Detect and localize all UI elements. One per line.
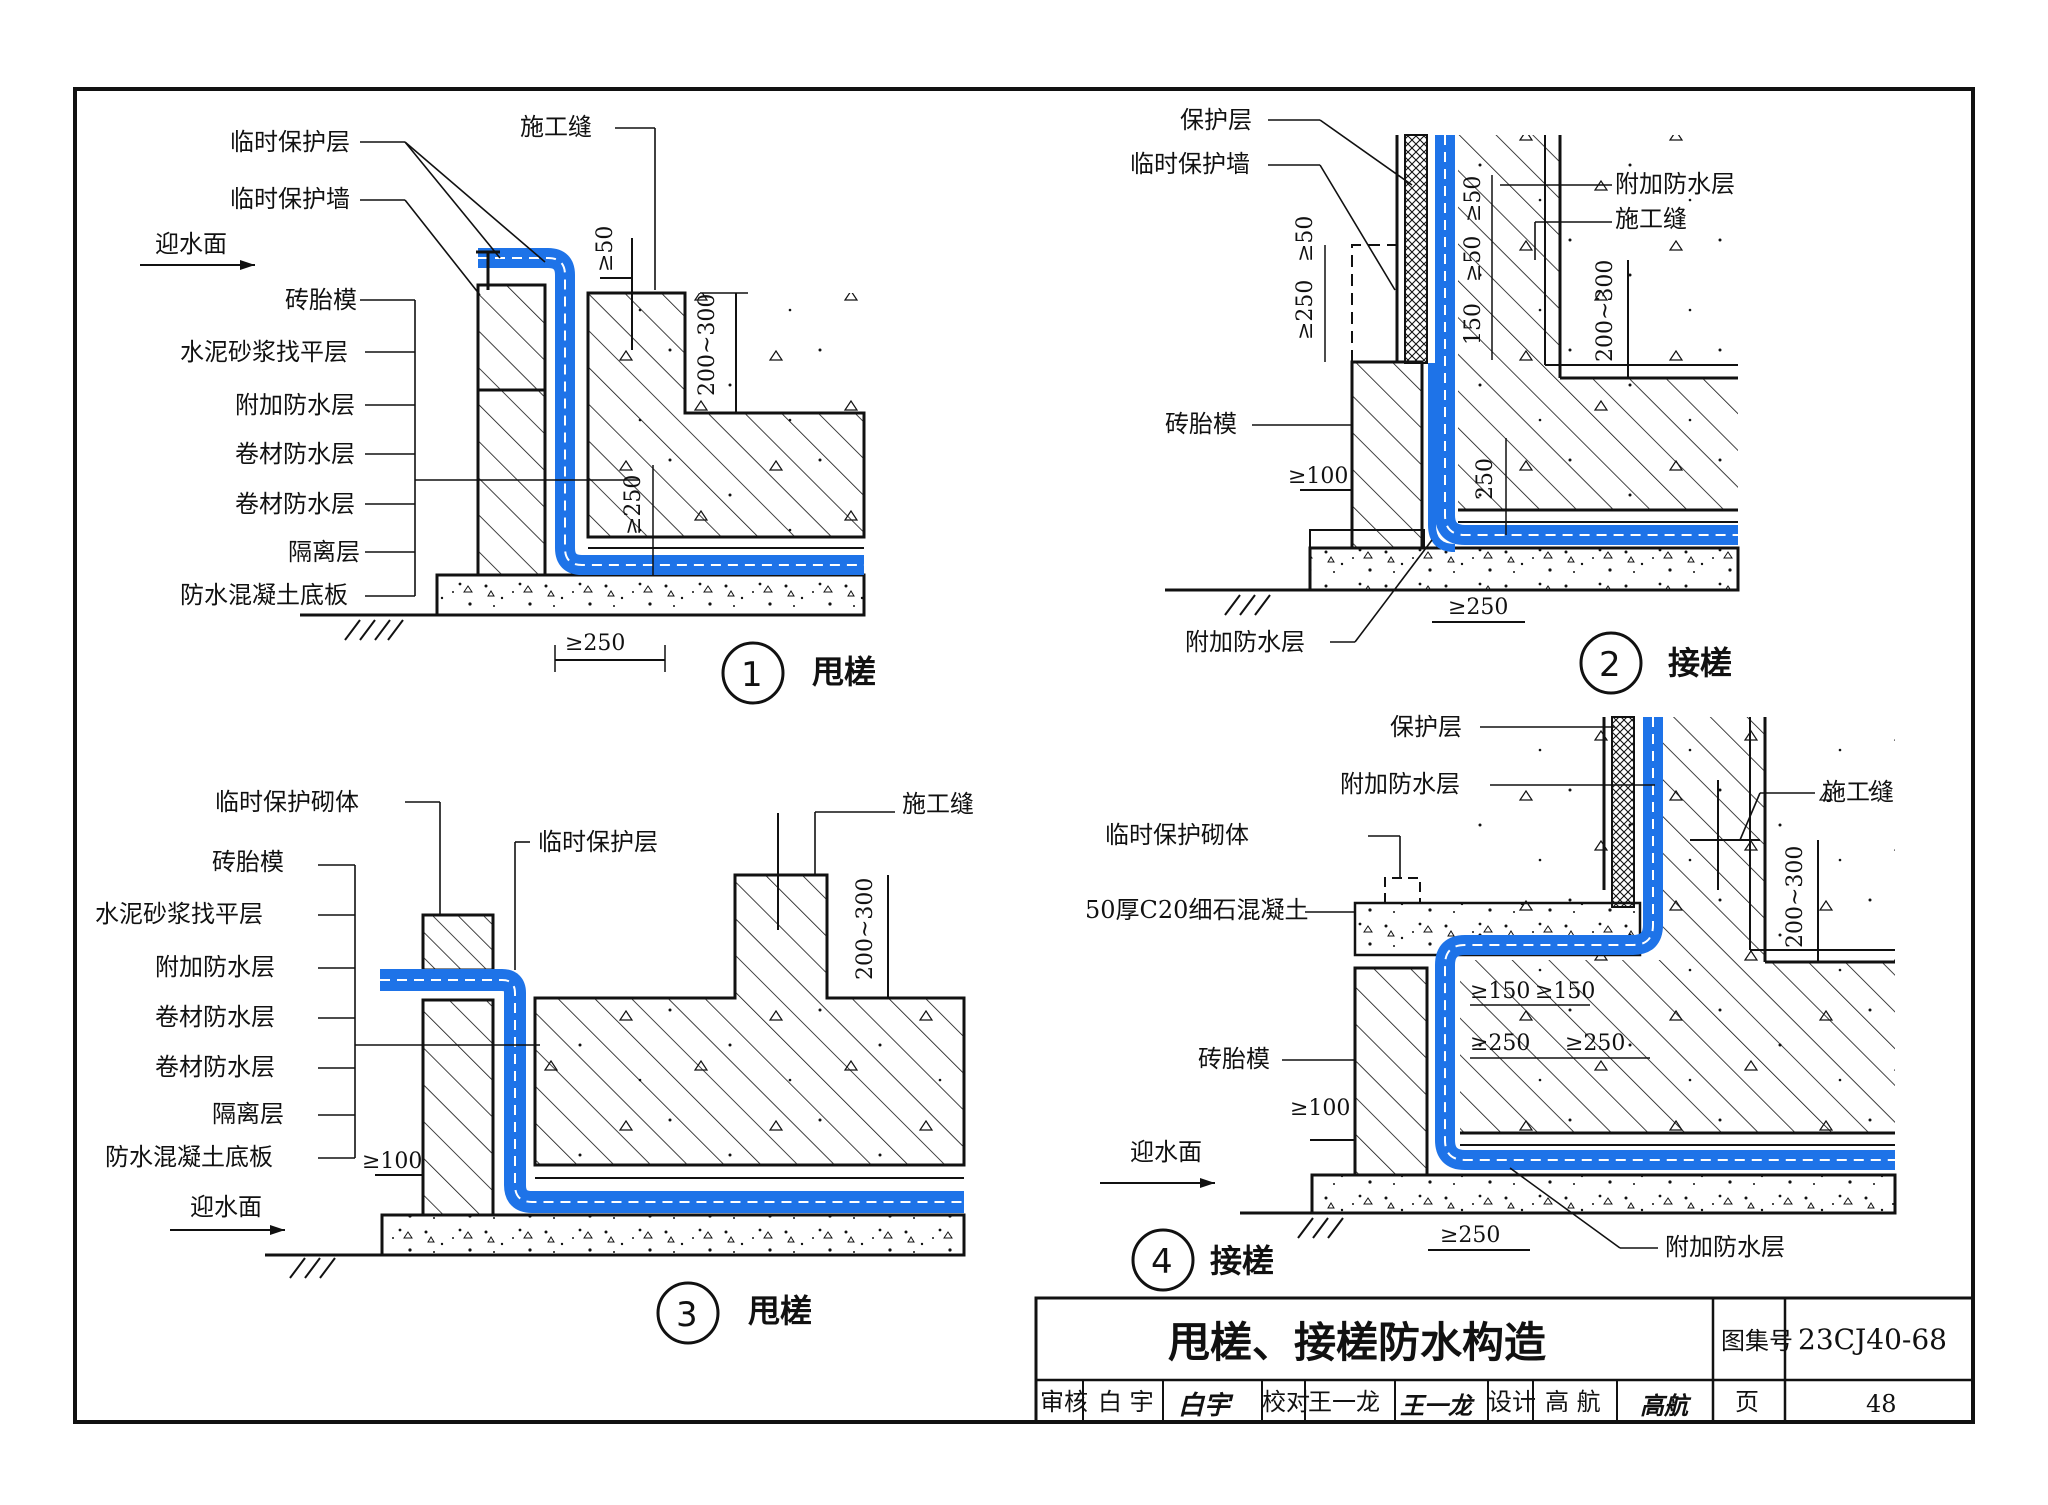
dim-ge250-vert-d1: ≥250 <box>621 475 646 535</box>
design-label: 设计 <box>1488 1388 1536 1416</box>
label-mortar-leveling-d1: 水泥砂浆找平层 <box>180 338 348 366</box>
dim-ge50-mid-d2: ≥50 <box>1461 236 1486 282</box>
dim-ge250-right-d4: ≥250 <box>1565 1031 1625 1056</box>
dim-200-300-d2: 200~300 <box>1593 260 1618 362</box>
dim-ge150-right-d4: ≥150 <box>1535 979 1595 1004</box>
label-brick-mold-d3: 砖胎模 <box>212 848 284 876</box>
label-protect-layer-d2: 保护层 <box>1180 106 1252 134</box>
label-temp-protect-layer-d3: 临时保护层 <box>538 828 658 856</box>
label-temp-masonry-d4: 临时保护砌体 <box>1105 821 1249 849</box>
detail-caption-3: 甩槎 <box>748 1292 812 1330</box>
sheet-frame <box>73 87 1975 1424</box>
detail-2: ≥250 ≥50 ≥50 ≥50 150 250 200~300 ≥100 ≥2… <box>1130 106 1740 695</box>
detail-caption-2: 接槎 <box>1668 644 1732 682</box>
label-membrane-1-d1: 卷材防水层 <box>235 440 355 468</box>
label-water-face-d4: 迎水面 <box>1130 1138 1202 1166</box>
label-mortar-leveling-d3: 水泥砂浆找平层 <box>95 900 263 928</box>
reviewer-signature: 白宇 <box>1178 1391 1234 1421</box>
dim-250-d2: 250 <box>1473 458 1498 500</box>
detail-caption-1: 甩槎 <box>812 653 876 691</box>
dim-200-300-d1: 200~300 <box>695 294 720 396</box>
dim-ge50-vert-d2: ≥50 <box>1293 216 1318 262</box>
label-construction-joint-d2: 施工缝 <box>1615 205 1687 233</box>
page-label: 页 <box>1735 1388 1759 1416</box>
detail-number-4: 4 <box>1151 1242 1173 1282</box>
detail-number-3: 3 <box>676 1295 698 1335</box>
label-temp-protect-layer-d1: 临时保护层 <box>230 128 350 156</box>
dim-ge50-upper-d2: ≥50 <box>1461 176 1486 222</box>
label-additional-waterproof-top-d4: 附加防水层 <box>1340 770 1460 798</box>
title-block <box>1034 1296 1975 1424</box>
label-waterproof-slab-d1: 防水混凝土底板 <box>180 581 348 609</box>
detail-caption-4: 接槎 <box>1210 1242 1274 1280</box>
review-label: 审核 <box>1040 1388 1088 1416</box>
label-temp-masonry-d3: 临时保护砌体 <box>215 788 359 816</box>
label-brick-mold-d1: 砖胎模 <box>285 286 357 314</box>
atlas-number: 23CJ40-68 <box>1798 1323 1947 1356</box>
label-additional-waterproof-bottom-d2: 附加防水层 <box>1185 628 1305 656</box>
designer-signature: 高航 <box>1640 1391 1692 1420</box>
dim-ge250-d2: ≥250 <box>1448 595 1508 620</box>
detail-number-2: 2 <box>1599 645 1621 685</box>
label-membrane-1-d3: 卷材防水层 <box>155 1003 275 1031</box>
dim-ge250-vert-d2: ≥250 <box>1293 280 1318 340</box>
reviewer-name: 白 宇 <box>1098 1388 1154 1416</box>
label-temp-protect-wall-d1: 临时保护墙 <box>230 185 350 213</box>
label-isolation-d3: 隔离层 <box>212 1100 284 1128</box>
label-waterproof-slab-d3: 防水混凝土底板 <box>105 1143 273 1171</box>
checker-name: 王一龙 <box>1308 1388 1380 1416</box>
dim-ge150-left-d4: ≥150 <box>1470 979 1530 1004</box>
label-water-face-d3: 迎水面 <box>190 1193 262 1221</box>
label-additional-waterproof-d1: 附加防水层 <box>235 391 355 419</box>
label-additional-waterproof-top-d2: 附加防水层 <box>1615 170 1735 198</box>
dim-200-300-d4: 200~300 <box>1783 846 1808 948</box>
detail-4: 200~300 ≥150 ≥150 ≥250 ≥250 ≥100 ≥250 保护… <box>1085 713 1897 1292</box>
dim-200-300-d3: 200~300 <box>853 878 878 980</box>
label-additional-waterproof-bottom-d4: 附加防水层 <box>1665 1233 1785 1261</box>
atlas-label: 图集号 <box>1721 1327 1793 1355</box>
page-number: 48 <box>1866 1390 1897 1418</box>
dim-ge100-d2: ≥100 <box>1288 464 1348 489</box>
dim-150-d2: 150 <box>1461 303 1486 345</box>
label-membrane-2-d1: 卷材防水层 <box>235 490 355 518</box>
check-label: 校对 <box>1262 1388 1310 1416</box>
label-construction-joint-d3: 施工缝 <box>902 790 974 818</box>
label-brick-mold-d4: 砖胎模 <box>1198 1045 1270 1073</box>
label-protect-layer-d4: 保护层 <box>1390 713 1462 741</box>
dim-ge100-d3: ≥100 <box>362 1149 422 1174</box>
designer-name: 高 航 <box>1545 1388 1601 1416</box>
label-isolation-d1: 隔离层 <box>288 538 360 566</box>
label-additional-waterproof-d3: 附加防水层 <box>155 953 275 981</box>
detail-3: 200~300 ≥100 临时保护砌体 临时保护层 施工缝 砖胎模 水泥砂浆找平… <box>95 788 974 1345</box>
label-brick-mold-d2: 砖胎模 <box>1165 410 1237 438</box>
label-fine-concrete-d4: 50厚C20细石混凝土 <box>1085 896 1308 924</box>
label-membrane-2-d3: 卷材防水层 <box>155 1053 275 1081</box>
dim-ge250-d1: ≥250 <box>565 631 625 656</box>
label-water-face-d1: 迎水面 <box>155 230 227 258</box>
dim-ge250-left-d4: ≥250 <box>1470 1031 1530 1056</box>
label-construction-joint-d1: 施工缝 <box>520 113 592 141</box>
label-temp-protect-wall-d2: 临时保护墙 <box>1130 150 1250 178</box>
label-construction-joint-d4: 施工缝 <box>1822 778 1894 806</box>
dim-ge100-d4: ≥100 <box>1290 1096 1350 1121</box>
detail-1: 200~300 ≥50 ≥250 ≥250 临时保护层 临时保护墙 迎水面 砖胎… <box>140 113 876 705</box>
checker-signature: 王一龙 <box>1400 1391 1475 1420</box>
dim-ge250-bottom-d4: ≥250 <box>1440 1223 1500 1248</box>
dim-ge50-d1: ≥50 <box>593 226 618 272</box>
detail-number-1: 1 <box>741 655 763 695</box>
sheet-title: 甩槎、接槎防水构造 <box>1168 1318 1546 1367</box>
